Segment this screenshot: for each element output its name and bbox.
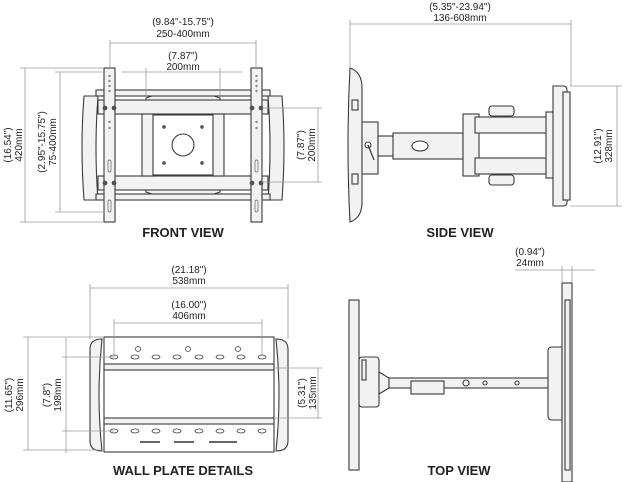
wall-plate-title: WALL PLATE DETAILS <box>113 463 253 478</box>
plate-hole-span-in: (16.00") <box>171 300 206 311</box>
front-inner-width-in: (7.87") <box>168 51 198 62</box>
front-inner-height-in: (7.87") <box>296 130 307 160</box>
front-height-range-in: (2.95"-15.75") <box>37 111 48 173</box>
wall-plate-details: (21.18") 538mm (16.00") 406mm (11.65") 2… <box>4 265 322 478</box>
plate-slot-span-in: (5.31") <box>297 378 308 408</box>
front-height-mm: 420mm <box>14 128 25 161</box>
top-depth-mm: 24mm <box>516 258 544 269</box>
top-depth-in: (0.94") <box>515 247 545 258</box>
top-view-drawing <box>348 282 573 482</box>
front-inner-height-mm: 200mm <box>307 128 318 161</box>
front-inner-width-mm: 200mm <box>166 62 199 73</box>
front-width-range-mm: 250-400mm <box>156 29 209 40</box>
side-height-mm: 328mm <box>604 129 615 162</box>
plate-inner-height-mm: 198mm <box>53 378 64 411</box>
plate-hole-span-mm: 406mm <box>172 311 205 322</box>
wall-plate-drawing <box>89 336 289 453</box>
front-height-in: (16.54") <box>3 127 14 162</box>
plate-slot-span-mm: 135mm <box>308 376 319 409</box>
front-height-range-mm: 75-400mm <box>48 118 59 166</box>
side-view: (5.35"-23.94") 136-608mm (12.91") 328mm … <box>347 2 622 240</box>
side-view-drawing <box>347 67 571 223</box>
front-view-drawing <box>81 67 285 223</box>
side-height-in: (12.91") <box>593 128 604 163</box>
plate-height-in: (11.65") <box>4 378 15 413</box>
front-view: (9.84"-15.75") 250-400mm (7.87") 200mm (… <box>3 17 322 240</box>
top-view: (0.94") 24mm TOP VIEW <box>348 247 595 482</box>
front-width-range-in: (9.84"-15.75") <box>152 17 214 28</box>
plate-inner-height-in: (7.8") <box>42 383 53 407</box>
front-view-title: FRONT VIEW <box>142 225 224 240</box>
side-view-title: SIDE VIEW <box>426 225 494 240</box>
top-view-title: TOP VIEW <box>427 463 491 478</box>
plate-width-in: (21.18") <box>171 265 206 276</box>
side-extension-in: (5.35"-23.94") <box>429 2 491 13</box>
plate-height-mm: 296mm <box>15 378 26 411</box>
side-extension-mm: 136-608mm <box>433 13 486 24</box>
plate-width-mm: 538mm <box>172 276 205 287</box>
